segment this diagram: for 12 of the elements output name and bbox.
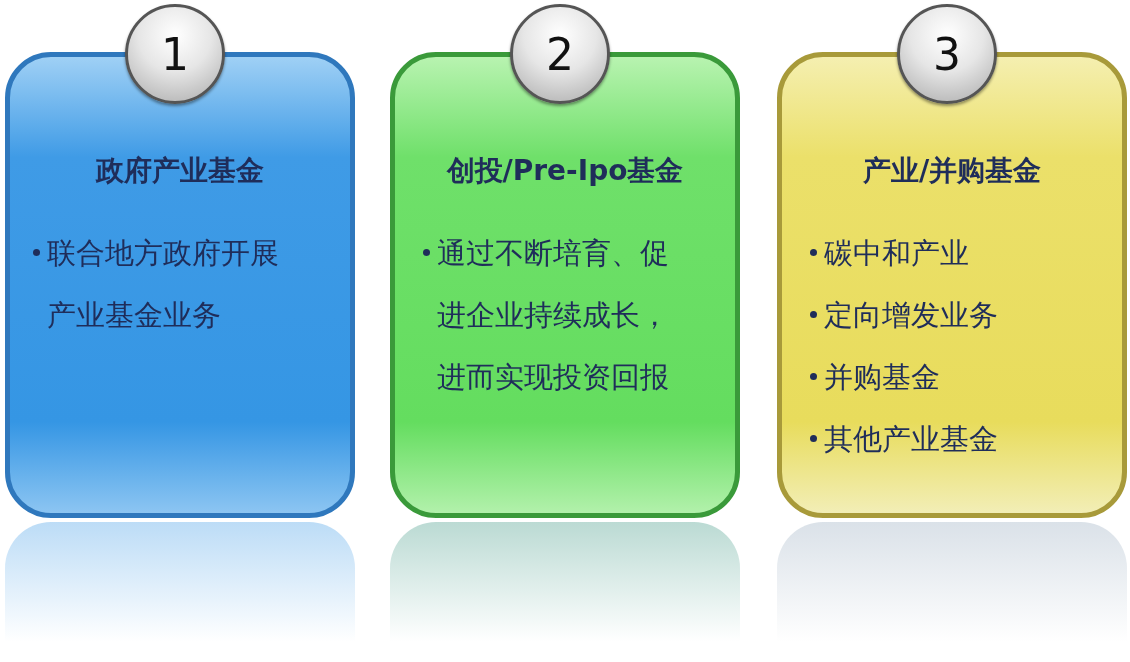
card-heading: 政府产业基金 (94, 153, 265, 189)
bullet-text: 联合地方政府开展产业基金业务 (47, 235, 280, 334)
bullet-text: 定向增发业务 (824, 297, 999, 334)
number-circle: 2 (510, 4, 610, 104)
number-circle: 3 (897, 4, 997, 104)
card-heading: 创投/Pre-Ipo基金 (445, 153, 685, 189)
number-circle: 1 (125, 4, 225, 104)
card-heading: 产业/并购基金 (861, 153, 1043, 189)
bullet-text: 其他产业基金 (824, 421, 999, 458)
bullet-text: 并购基金 (824, 359, 941, 396)
bullet-text: 通过不断培育、促进企业持续成长，进而实现投资回报 (437, 235, 670, 396)
bullet-text: 碳中和产业 (824, 235, 970, 272)
